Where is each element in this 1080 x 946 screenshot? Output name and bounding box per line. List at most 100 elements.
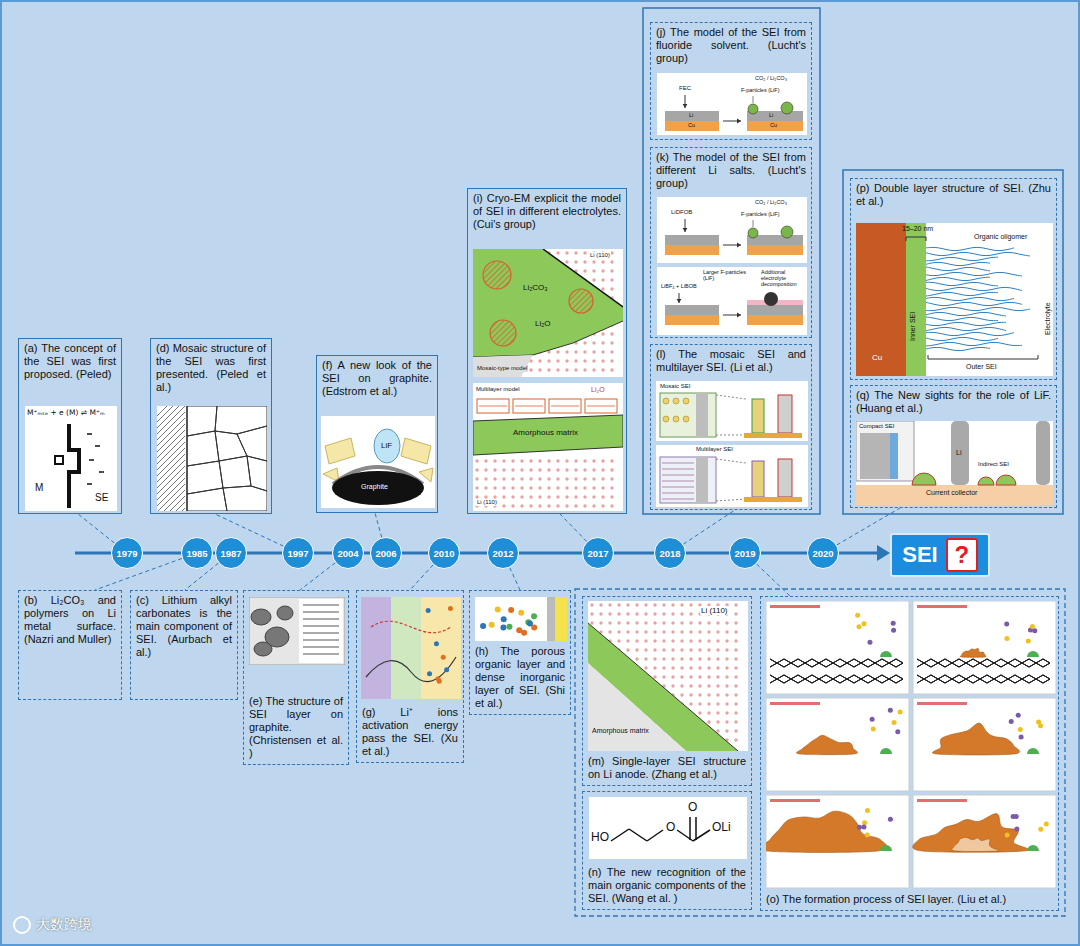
layer-line [662, 463, 694, 464]
lattice-dot [734, 657, 737, 660]
oligomer-chain [926, 347, 990, 350]
label-holder: LiDFOB [671, 209, 692, 216]
label-holder: F-particles (LiF) [741, 87, 780, 93]
lattice-dot [610, 477, 613, 480]
ion-dot [434, 641, 439, 646]
layer-line [662, 475, 694, 476]
figure-label: HO [591, 831, 609, 845]
year-label: 2006 [375, 548, 396, 559]
lithium-column [951, 421, 969, 485]
milestone-panel: (c) Lithium alkyl carbonates is the main… [130, 590, 238, 700]
lattice-dot [698, 648, 701, 651]
ion-dot [437, 679, 442, 684]
graphite-core [555, 597, 567, 641]
milestone-panel: (b) Li₂CO₃ and polymers on Li metal surf… [18, 590, 122, 700]
lattice-dot [725, 630, 728, 633]
lattice-dot [662, 639, 665, 642]
lattice-dot [626, 648, 629, 651]
year-marker: 1987 [215, 537, 247, 569]
lattice-dot [716, 666, 719, 669]
panel-caption: (h) The porous organic layer and dense i… [475, 645, 565, 710]
label-holder: Additional electrolyte decomposition [761, 269, 805, 287]
label-holder: Outer SEI [966, 363, 997, 371]
lattice-dot [671, 639, 674, 642]
milestone-panel: (i) Cryo-EM explicit the model of SEI in… [467, 188, 627, 514]
panel-caption: (f) A new look of the SEI on graphite. (… [322, 359, 432, 398]
oligomer-chain [926, 262, 990, 265]
lattice-dot [707, 702, 710, 705]
lattice-dot [592, 459, 595, 462]
lattice-dot [601, 278, 604, 281]
oligomer-chain [926, 297, 1014, 300]
lattice-dot [707, 666, 710, 669]
lattice-dot [671, 666, 674, 669]
hatch-line [157, 460, 185, 488]
figure-label: Graphite [361, 483, 388, 491]
figure-label: Li [769, 112, 773, 118]
watermark: 大数跨境 [36, 916, 92, 932]
lattice-dot [556, 468, 559, 471]
hatch-line [157, 442, 185, 470]
lattice-dot [680, 657, 683, 660]
mosaic-grain [187, 488, 227, 511]
lattice-dot [601, 459, 604, 462]
legend-line [303, 632, 339, 634]
label-holder: Li₂CO₃ [523, 283, 548, 292]
lattice-dot [601, 332, 604, 335]
figure-drawing [657, 197, 807, 335]
ion-dot [888, 817, 893, 822]
lattice-dot [592, 350, 595, 353]
lattice-dot [583, 486, 586, 489]
lattice-dot [716, 702, 719, 705]
lattice-dot [574, 504, 577, 507]
figure [157, 406, 267, 511]
sei-deposit [960, 649, 986, 658]
lattice-dot [671, 603, 674, 606]
lattice-dot [635, 603, 638, 606]
ion-dot [871, 727, 876, 732]
lattice-dot [610, 287, 613, 290]
label-holder: CO₂ / Li₂CO₃ [755, 199, 787, 205]
label-holder: M⁺ₘₛₑ + e (M) ⇌ M⁺ₘ [27, 409, 105, 418]
ion-dot [444, 667, 449, 672]
lattice-dot [583, 477, 586, 480]
lattice-dot [565, 350, 568, 353]
lattice-dot [653, 657, 656, 660]
lattice-dot [610, 269, 613, 272]
lattice-dot [520, 468, 523, 471]
hatch-line [157, 478, 185, 506]
sei-region [660, 457, 716, 503]
lattice-dot [574, 459, 577, 462]
lattice-dot [671, 630, 674, 633]
ion-dot [888, 708, 893, 713]
figure-label: Larger F-particles (LiF) [703, 269, 751, 281]
lattice-dot [610, 368, 613, 371]
ion-dot [867, 640, 872, 645]
lattice-dot [475, 477, 478, 480]
lattice-dot [716, 693, 719, 696]
figure-label: Li₂CO₃ [523, 283, 548, 292]
year-marker: 2010 [428, 537, 460, 569]
lattice-dot [574, 477, 577, 480]
label-holder: Mosaic-type model [476, 365, 528, 372]
lattice-dot [653, 639, 656, 642]
lithium-block [860, 433, 890, 479]
lattice-dot [601, 260, 604, 263]
graphene-row [917, 675, 1050, 679]
group-frame [575, 589, 1065, 916]
figure-ground [475, 597, 567, 641]
ion-dot [861, 824, 866, 829]
layer-line [662, 493, 694, 494]
lithium-layer [665, 305, 719, 315]
oligomer-chain [926, 342, 1022, 346]
figure-label: Electrolyte [1044, 302, 1052, 335]
lattice-dot [538, 477, 541, 480]
lattice-dot [520, 486, 523, 489]
lattice-dot [565, 260, 568, 263]
label-holder: Multilayer SEI [696, 446, 733, 453]
figure [249, 597, 345, 665]
milestone-panel: (q) The New sights for the role of LiF. … [850, 385, 1057, 508]
label-holder: Electrolyte [1044, 302, 1052, 335]
lattice-dot [574, 260, 577, 263]
